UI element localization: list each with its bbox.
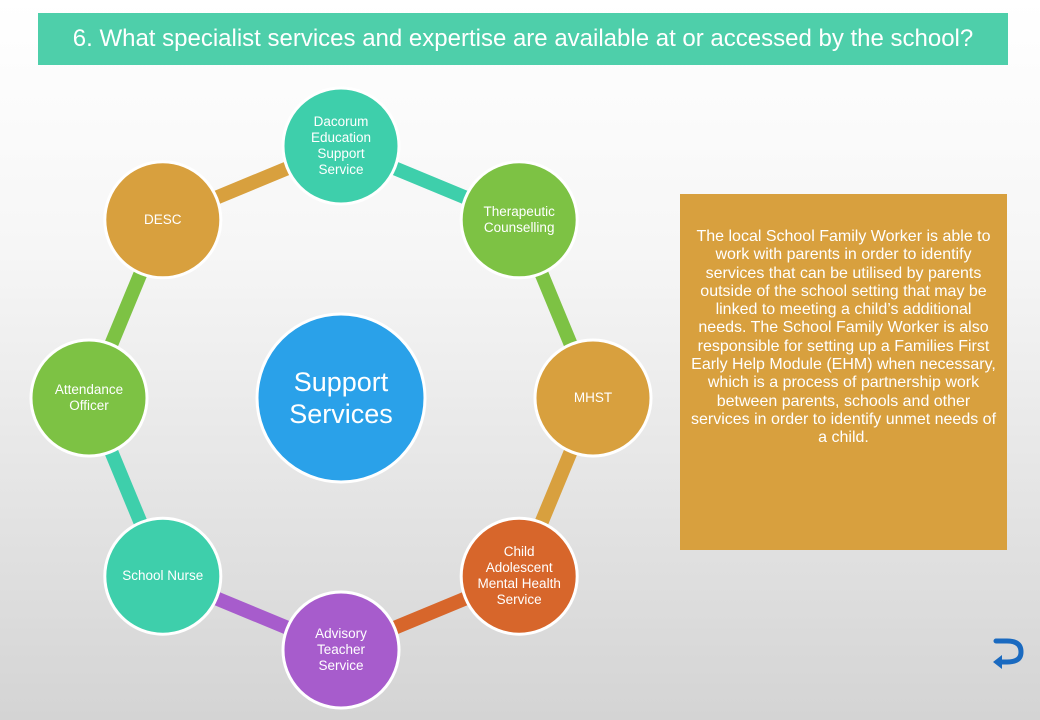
slide-title: 6. What specialist services and expertis… <box>38 13 1008 65</box>
service-node-circle <box>459 516 579 636</box>
center-label: Support Services <box>289 367 393 429</box>
service-node-circle <box>281 590 401 710</box>
return-arrow-icon <box>993 638 1024 669</box>
center-circle <box>255 312 427 484</box>
service-node-circle <box>103 160 223 280</box>
cycle-nodes <box>29 86 653 710</box>
service-node-circle <box>281 86 401 206</box>
service-node-circle <box>533 338 653 458</box>
service-node-circle <box>29 338 149 458</box>
service-node-circle <box>459 160 579 280</box>
school-family-worker-info-box: The local School Family Worker is able t… <box>680 194 1007 550</box>
service-node-circle <box>103 516 223 636</box>
return-button[interactable] <box>990 632 1024 674</box>
